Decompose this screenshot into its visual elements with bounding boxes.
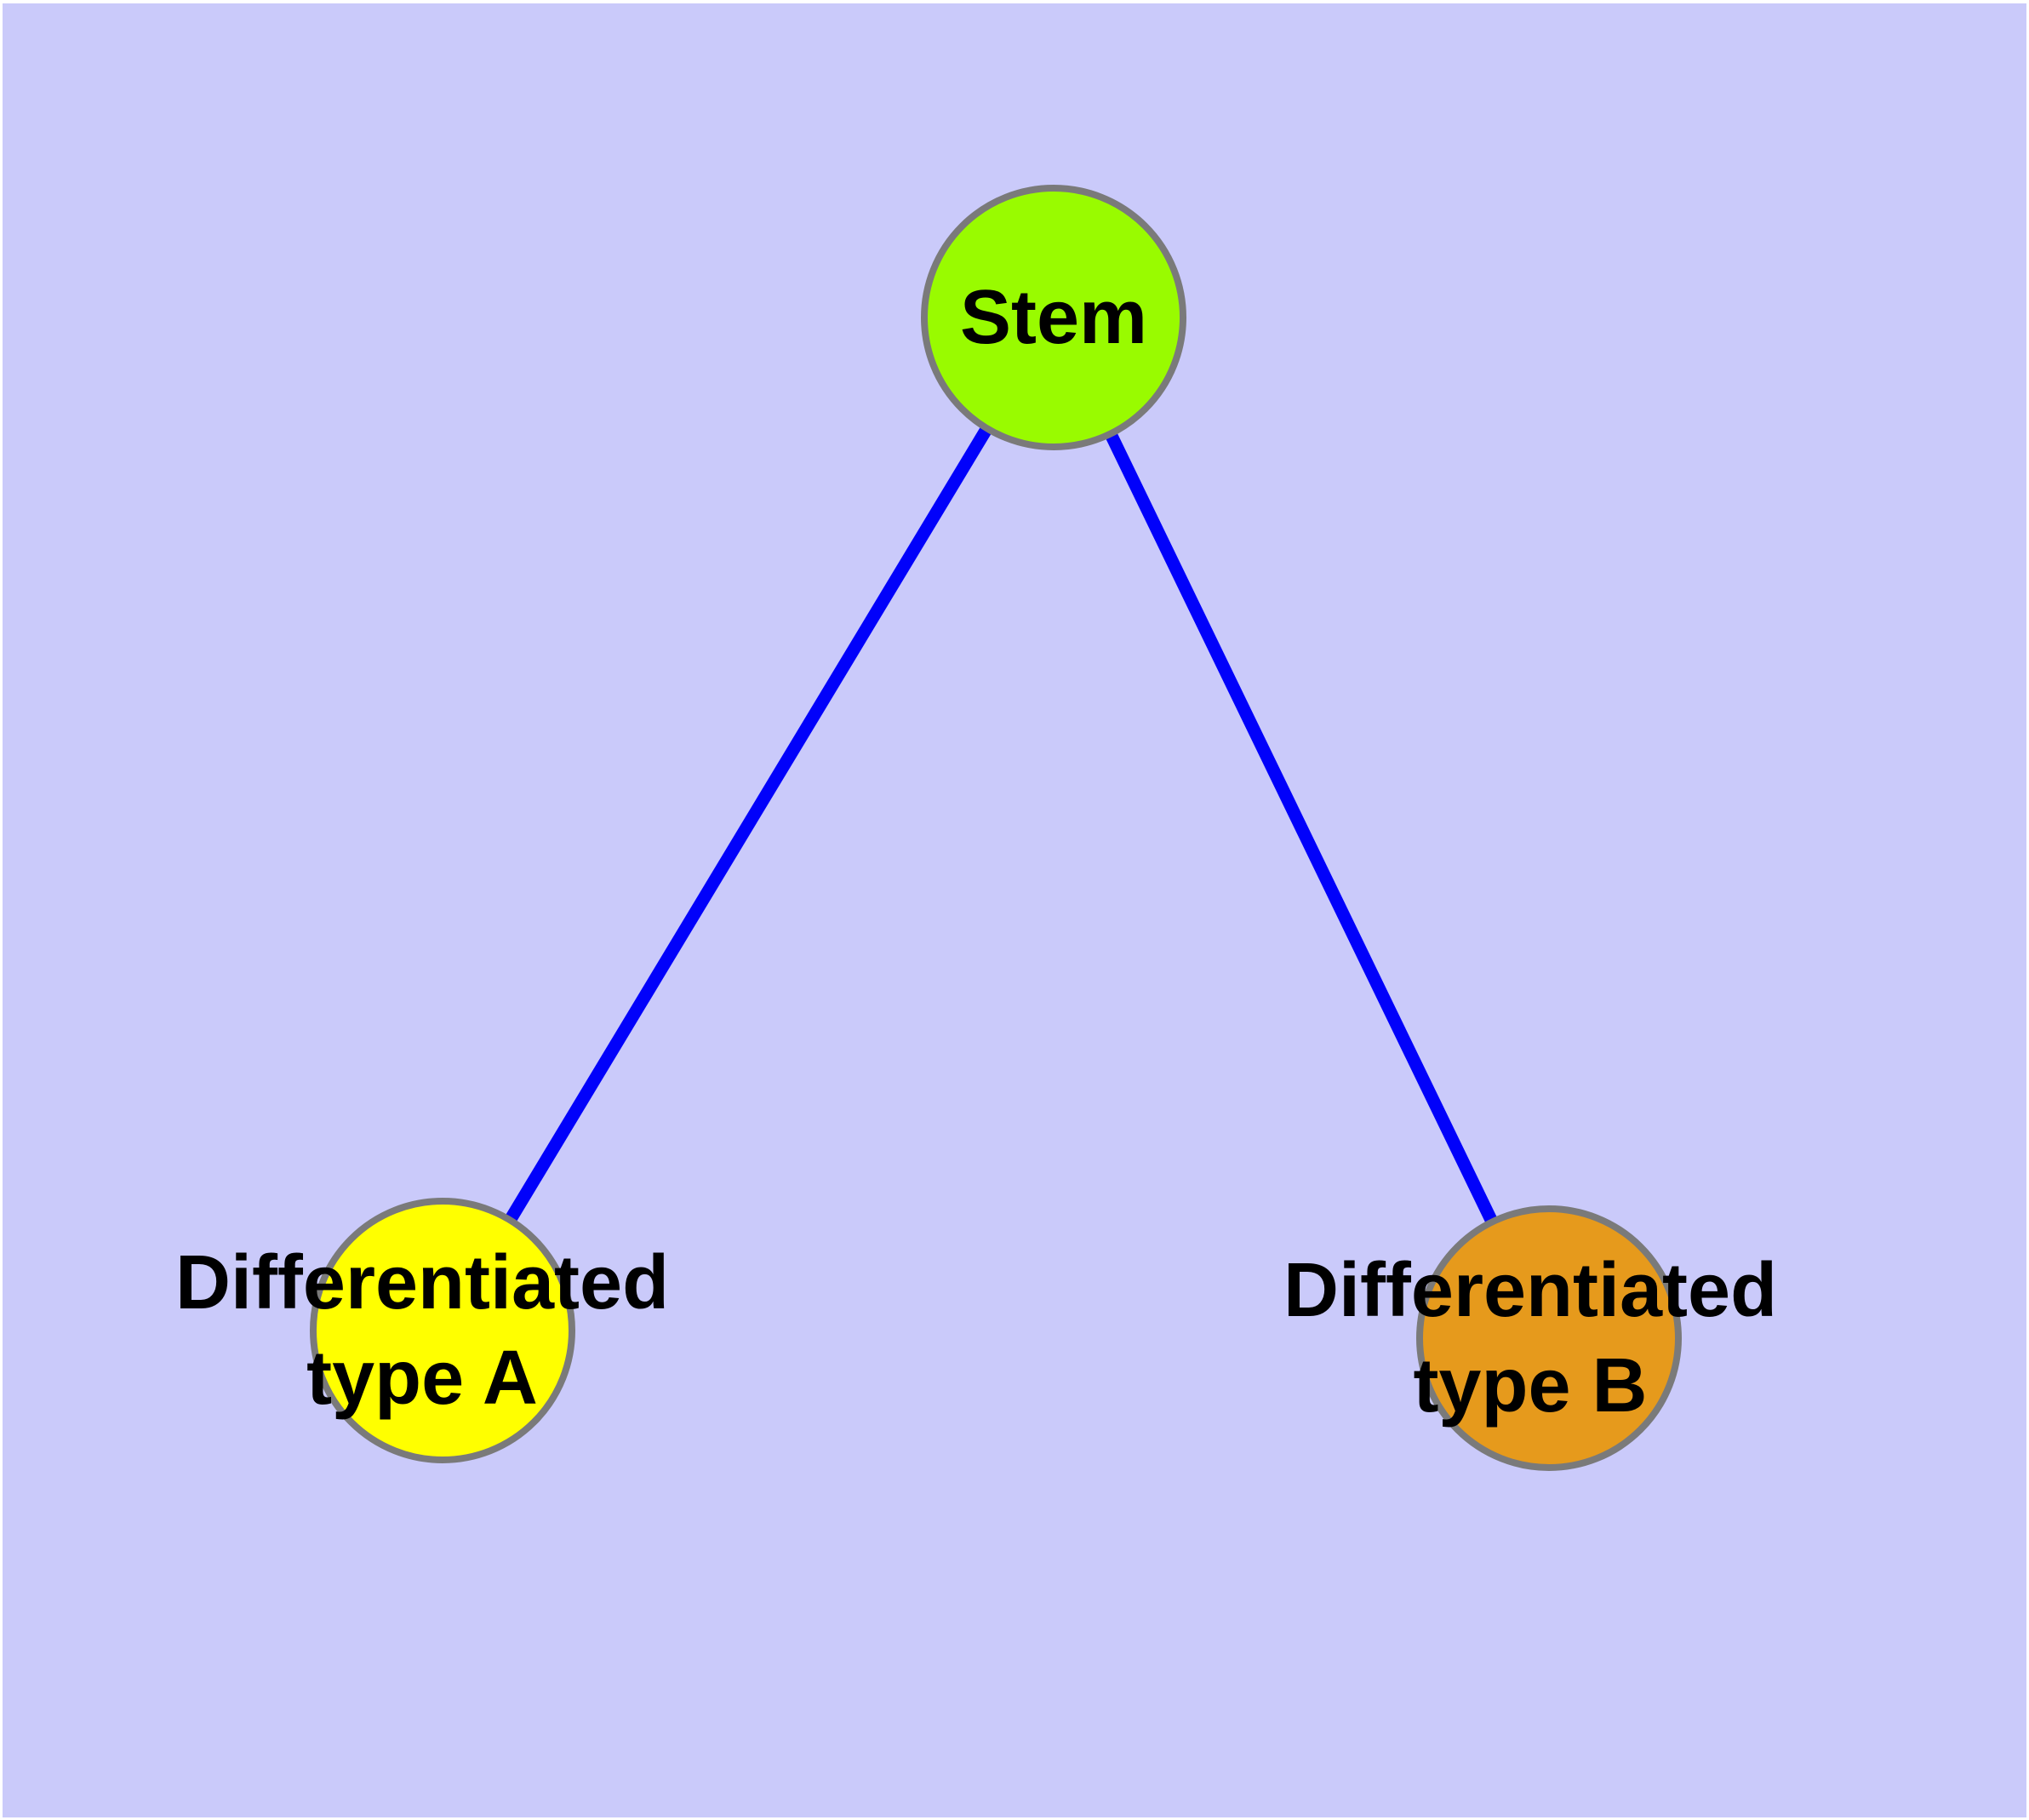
node-differentiated-type-b	[1416, 1205, 1682, 1471]
node-differentiated-type-a	[310, 1198, 575, 1463]
node-stem	[921, 185, 1186, 450]
edge-stem-to-differentiated-type-b	[1106, 432, 1497, 1223]
edge-stem-to-differentiated-type-a	[505, 427, 992, 1222]
